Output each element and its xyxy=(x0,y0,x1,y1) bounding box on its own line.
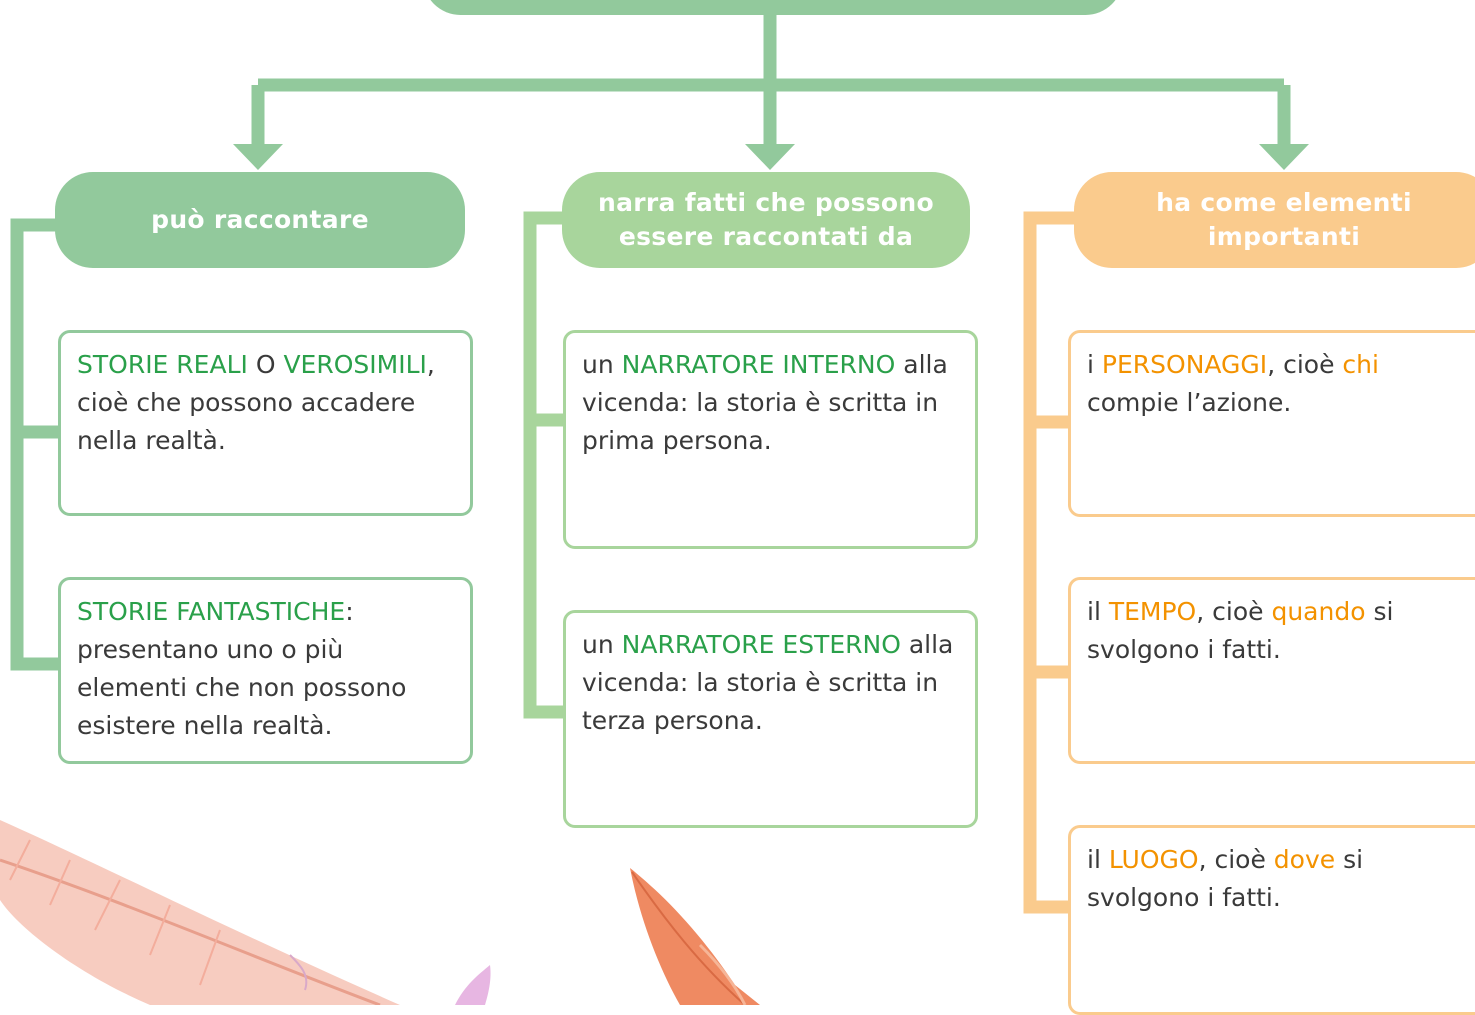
header-elementi: ha come elementi importanti xyxy=(1074,172,1475,268)
keyword-text: chi xyxy=(1342,350,1379,379)
item-text: un NARRATORE INTERNO alla vicenda: la st… xyxy=(582,350,948,455)
box-personaggi: i PERSONAGGI, cioè chi compie l’azione. xyxy=(1068,330,1475,517)
item-text: i PERSONAGGI, cioè chi compie l’azione. xyxy=(1087,350,1379,417)
arrow-down-icon xyxy=(745,144,795,170)
body-text: : presentano uno o più elementi che non … xyxy=(77,597,407,740)
body-text: il xyxy=(1087,845,1109,874)
body-text: i xyxy=(1087,350,1102,379)
item-text: STORIE FANTASTICHE: presentano uno o più… xyxy=(77,597,406,740)
box-narratore-esterno: un NARRATORE ESTERNO alla vicenda: la st… xyxy=(563,610,978,828)
header-label: ha come elementi importanti xyxy=(1156,188,1412,251)
box-luogo: il LUOGO, cioè dove si svolgono i fatti. xyxy=(1068,825,1475,1015)
body-text: un xyxy=(582,630,622,659)
keyword-text: TEMPO xyxy=(1108,597,1197,626)
body-text: un xyxy=(582,350,622,379)
keyword-text: STORIE FANTASTICHE xyxy=(77,597,346,626)
body-text: , cioè xyxy=(1198,845,1274,874)
item-text: un NARRATORE ESTERNO alla vicenda: la st… xyxy=(582,630,953,735)
body-text: compie l’azione. xyxy=(1087,388,1292,417)
body-text: alla vicenda: la storia è scritta in ter… xyxy=(582,630,954,735)
header-label: narra fatti che possono essere raccontat… xyxy=(598,188,934,251)
header-label: può raccontare xyxy=(151,205,369,234)
body-text: alla vicenda: la storia è scritta in pri… xyxy=(582,350,948,455)
keyword-text: NARRATORE INTERNO xyxy=(621,350,896,379)
orange-feather-icon xyxy=(630,868,760,1005)
pink-feather-icon xyxy=(0,820,400,1005)
keyword-text: LUOGO xyxy=(1108,845,1199,874)
root-node xyxy=(423,0,1123,15)
body-text: si svolgono i fatti. xyxy=(1087,845,1364,912)
header-narratore: narra fatti che possono essere raccontat… xyxy=(562,172,970,268)
body-text: , cioè xyxy=(1267,350,1343,379)
violet-feather-icon xyxy=(455,965,491,1005)
item-text: STORIE REALI O VEROSIMILI, cioè che poss… xyxy=(77,350,435,455)
keyword-text: PERSONAGGI xyxy=(1101,350,1268,379)
header-puo-raccontare: può raccontare xyxy=(55,172,465,268)
body-text: , cioè xyxy=(1196,597,1272,626)
keyword-text: NARRATORE ESTERNO xyxy=(621,630,901,659)
body-text: O xyxy=(247,350,284,379)
item-text: il TEMPO, cioè quando si svolgono i fatt… xyxy=(1087,597,1393,664)
body-text: si svolgono i fatti. xyxy=(1087,597,1394,664)
keyword-text: dove xyxy=(1273,845,1336,874)
body-text: il xyxy=(1087,597,1109,626)
box-tempo: il TEMPO, cioè quando si svolgono i fatt… xyxy=(1068,577,1475,764)
keyword-text: STORIE REALI xyxy=(77,350,248,379)
arrow-down-icon xyxy=(233,144,283,170)
box-storie-fantastiche: STORIE FANTASTICHE: presentano uno o più… xyxy=(58,577,473,764)
arrow-down-icon xyxy=(1259,144,1309,170)
item-text: il LUOGO, cioè dove si svolgono i fatti. xyxy=(1087,845,1363,912)
keyword-text: VEROSIMILI xyxy=(283,350,427,379)
body-text: , cioè che possono accadere nella realtà… xyxy=(77,350,435,455)
box-storie-reali: STORIE REALI O VEROSIMILI, cioè che poss… xyxy=(58,330,473,516)
box-narratore-interno: un NARRATORE INTERNO alla vicenda: la st… xyxy=(563,330,978,549)
keyword-text: quando xyxy=(1271,597,1366,626)
